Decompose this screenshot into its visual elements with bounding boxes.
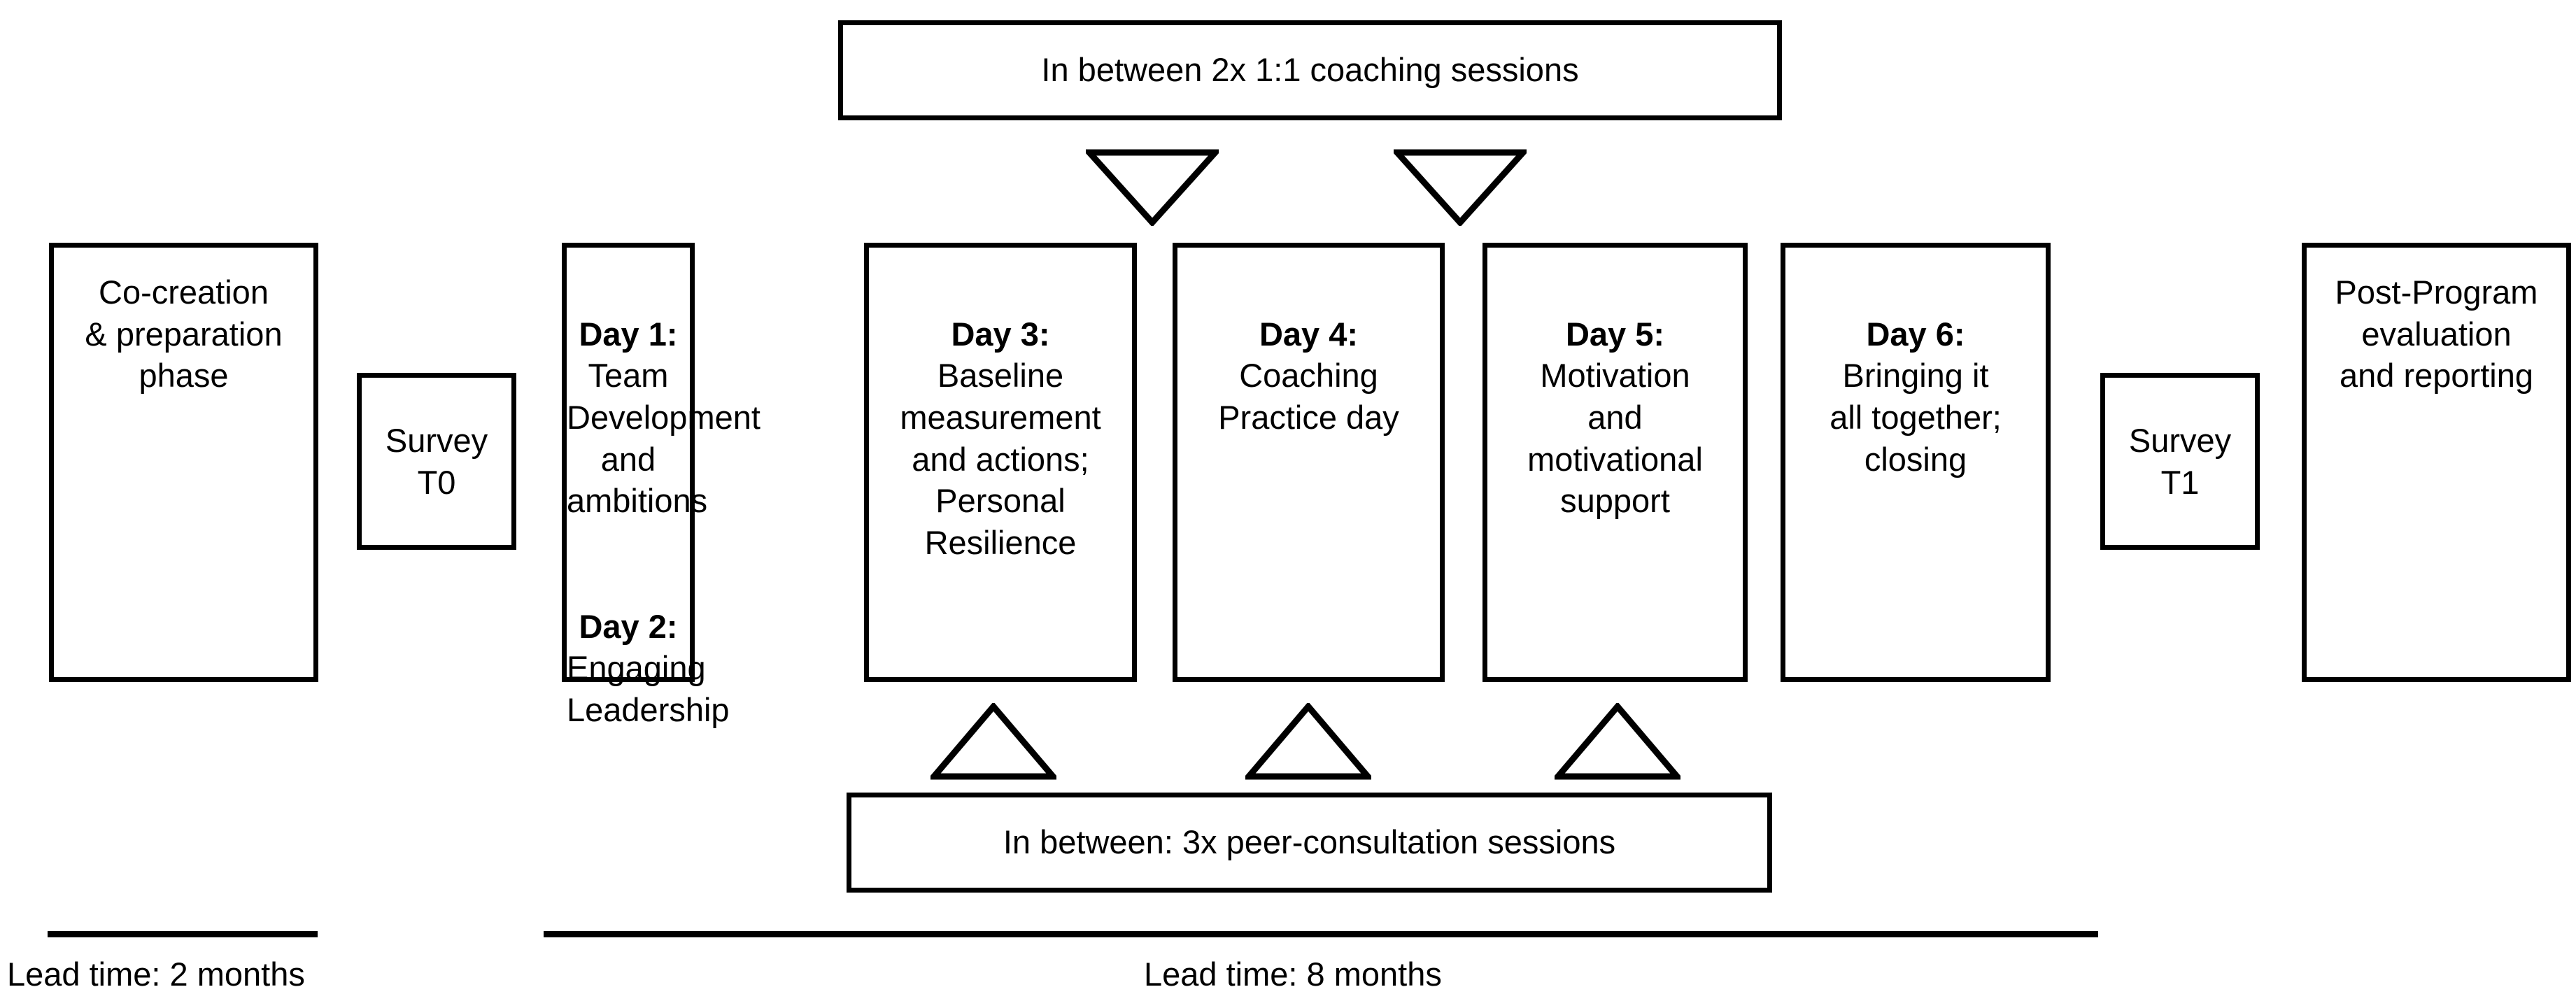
phase-box-post-program-label: Post-Program evaluation and reporting [2335, 274, 2538, 395]
day-box-5-heading: Day 5: [1565, 315, 1665, 353]
survey-box-t1: Survey T1 [2100, 373, 2260, 550]
triangle-down-icon-2 [1394, 149, 1527, 226]
day-box-2-body: Engaging Leadership [567, 649, 730, 728]
day-box-2-heading: Day 2: [579, 607, 678, 645]
day-box-4-body: Coaching Practice day [1218, 357, 1399, 436]
survey-box-t0-label: Survey T0 [385, 421, 488, 501]
bottom-banner-peer-consultation: In between: 3x peer-consultation session… [847, 793, 1772, 893]
triangle-up-icon-2 [1245, 703, 1371, 780]
day-box-5: Day 5: Motivation and motivational suppo… [1482, 243, 1748, 682]
triangle-up-icon-3 [1555, 703, 1680, 780]
triangle-up-icon-1 [930, 703, 1056, 780]
day-box-3-body: Baseline measurement and actions; Person… [900, 357, 1101, 562]
top-banner-label: In between 2x 1:1 coaching sessions [1041, 51, 1579, 89]
day-box-1-heading: Day 1: [579, 315, 678, 353]
phase-box-co-creation-label: Co-creation & preparation phase [85, 274, 283, 395]
day-box-3-heading: Day 3: [951, 315, 1050, 353]
survey-box-t1-label: Survey T1 [2128, 421, 2232, 501]
survey-box-t0: Survey T0 [357, 373, 516, 550]
phase-box-post-program: Post-Program evaluation and reporting [2302, 243, 2571, 682]
day-box-1-2: Day 1: Team Development and ambitions Da… [562, 243, 760, 728]
day-box-6-body: Bringing it all together; closing [1830, 357, 2002, 478]
lead-time-rule-preparation [48, 931, 318, 937]
day-box-1-body: Team Development and ambitions [567, 357, 760, 520]
day-box-4-heading: Day 4: [1259, 315, 1359, 353]
bottom-banner-label: In between: 3x peer-consultation session… [1003, 823, 1616, 861]
top-banner-coaching-sessions: In between 2x 1:1 coaching sessions [838, 20, 1782, 120]
day-box-6: Day 6: Bringing it all together; closing [1781, 243, 2051, 682]
day-box-3: Day 3: Baseline measurement and actions;… [864, 243, 1137, 682]
day-box-5-body: Motivation and motivational support [1527, 357, 1703, 520]
phase-box-co-creation: Co-creation & preparation phase [49, 243, 318, 682]
triangle-down-icon-1 [1086, 149, 1219, 226]
lead-time-label-preparation: Lead time: 2 months [7, 956, 305, 993]
day-box-4: Day 4: Coaching Practice day [1173, 243, 1445, 682]
lead-time-rule-program [544, 931, 2098, 937]
day-box-6-heading: Day 6: [1866, 315, 1965, 353]
lead-time-label-program: Lead time: 8 months [1144, 956, 1442, 993]
